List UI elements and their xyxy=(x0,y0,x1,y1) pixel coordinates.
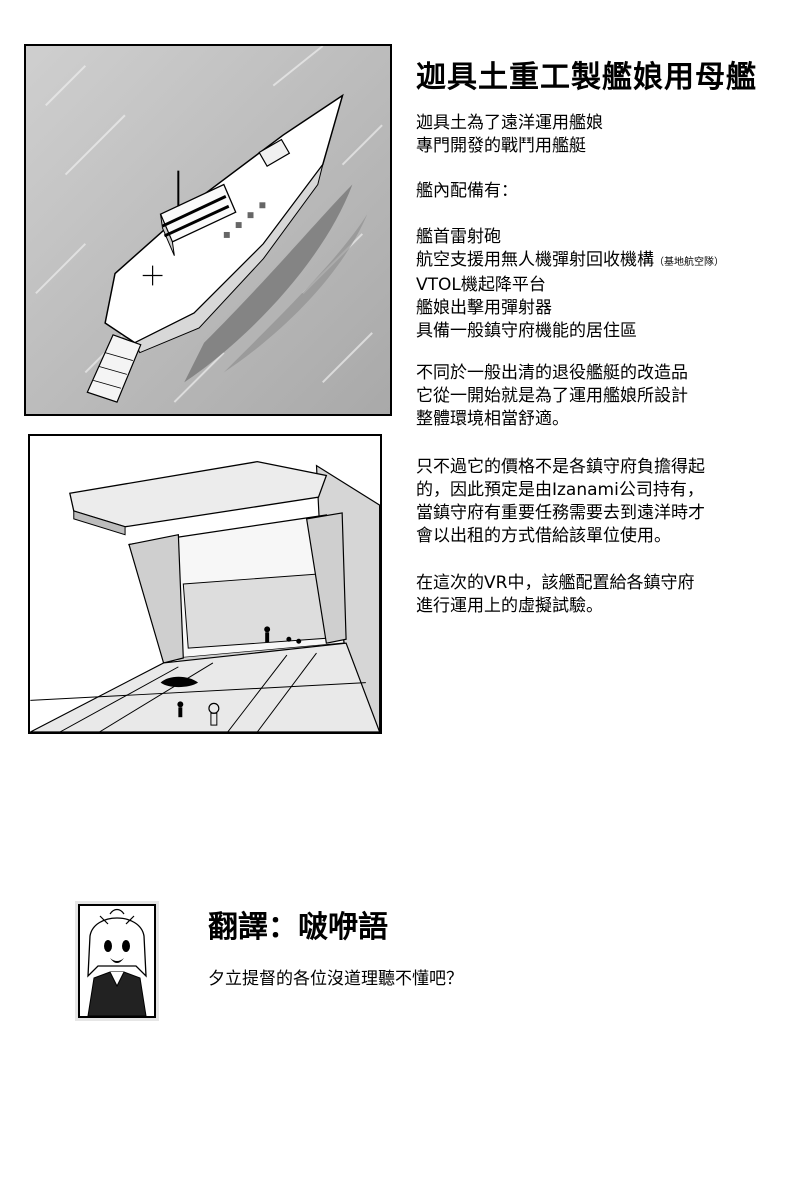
text-line: 在這次的VR中，該艦配置給各鎮守府 xyxy=(416,573,695,593)
ship-illustration-panel xyxy=(24,44,392,416)
text-line: 迦具土為了遠洋運用艦娘 xyxy=(416,113,603,133)
text-line: 專門開發的戰鬥用艦艇 xyxy=(416,136,586,156)
text-line: 不同於一般出清的退役艦艇的改造品 xyxy=(416,363,688,383)
list-item: 艦首雷射砲 xyxy=(416,227,501,247)
list-item: 航空支援用無人機彈射回收機構（基地航空隊） xyxy=(416,250,724,270)
design-paragraph: 不同於一般出清的退役艦艇的改造品 它從一開始就是為了運用艦娘所設計 整體環境相當… xyxy=(416,362,800,431)
anime-girl-portrait xyxy=(80,906,154,1016)
text-line: 只不過它的價格不是各鎮守府負擔得起 xyxy=(416,457,705,477)
intro-paragraph: 迦具土為了遠洋運用艦娘 專門開發的戰鬥用艦艇 xyxy=(416,112,800,158)
text-line: 進行運用上的虛擬試驗。 xyxy=(416,596,603,616)
translator-title: 翻譯：啵咿語 xyxy=(208,910,388,945)
text-line: 會以出租的方式借給該單位使用。 xyxy=(416,526,671,546)
list-item: 具備一般鎮守府機能的居住區 xyxy=(416,321,637,341)
note-text: （基地航空隊） xyxy=(654,257,724,268)
equipment-list: 艦首雷射砲 航空支援用無人機彈射回收機構（基地航空隊） VTOL機起降平台 艦娘… xyxy=(416,226,800,343)
list-item: VTOL機起降平台 xyxy=(416,275,546,295)
translator-comment: 夕立提督的各位沒道理聽不懂吧？ xyxy=(208,969,463,989)
equipment-heading: 艦內配備有： xyxy=(416,180,800,203)
translator-avatar xyxy=(78,904,156,1018)
hangar-illustration-panel xyxy=(28,434,382,734)
page-title: 迦具土重工製艦娘用母艦 xyxy=(416,60,757,95)
list-item: 艦娘出擊用彈射器 xyxy=(416,298,552,318)
text-line: 的，因此預定是由Izanami公司持有， xyxy=(416,480,704,500)
hangar-interior-drawing xyxy=(30,436,380,732)
text-line: 整體環境相當舒適。 xyxy=(416,409,569,429)
cost-paragraph: 只不過它的價格不是各鎮守府負擔得起 的，因此預定是由Izanami公司持有， 當… xyxy=(416,456,800,548)
vr-paragraph: 在這次的VR中，該艦配置給各鎮守府 進行運用上的虛擬試驗。 xyxy=(416,572,800,618)
carrier-ship-drawing xyxy=(26,46,390,414)
text-line: 當鎮守府有重要任務需要去到遠洋時才 xyxy=(416,503,705,523)
text-line: 它從一開始就是為了運用艦娘所設計 xyxy=(416,386,688,406)
text-line: 艦內配備有： xyxy=(416,181,518,201)
